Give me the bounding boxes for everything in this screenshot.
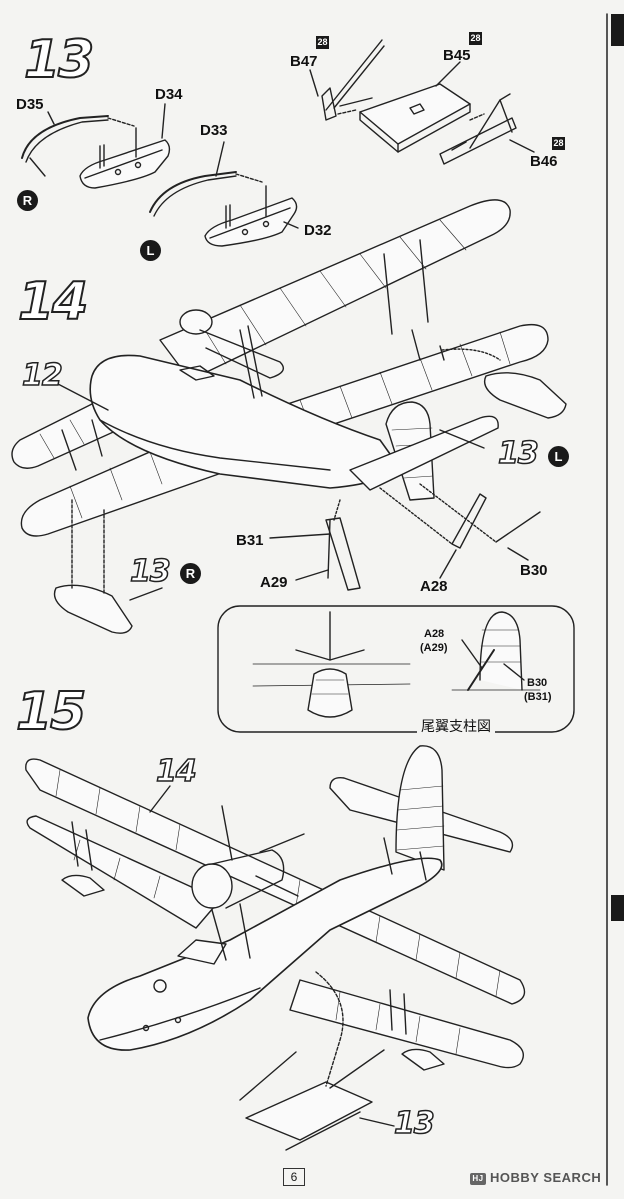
float-strut-d33 — [149, 171, 237, 217]
part-label-b30: B30 — [520, 562, 548, 579]
ref-left-badge: L — [548, 446, 569, 467]
watermark-logo: HJ — [470, 1173, 486, 1185]
part-label-d35: D35 — [16, 96, 44, 113]
part-number-badge: 28 — [316, 36, 329, 49]
part-label-d32: D32 — [304, 222, 332, 239]
tail-strut-inset — [217, 605, 575, 733]
float-strut-d35 — [21, 115, 109, 177]
watermark-text: HOBBY SEARCH — [490, 1170, 602, 1185]
aircraft-step15 — [25, 745, 526, 1151]
inset-label-a29: (A29) — [420, 642, 448, 654]
left-side-badge: L — [140, 240, 161, 261]
part-label-b31: B31 — [236, 532, 264, 549]
ref-right-badge: R — [180, 563, 201, 584]
ref-step-13-left: 13 — [497, 435, 539, 472]
aircraft-step14 — [11, 199, 567, 634]
inset-label-b31: (B31) — [524, 691, 552, 703]
ref-step-13-cart: 13 — [393, 1105, 435, 1142]
part-number-badge: 28 — [552, 137, 565, 150]
inset-label-b30: B30 — [527, 677, 548, 689]
float-right-d34 — [79, 127, 171, 189]
watermark: HJ HOBBY SEARCH — [470, 1170, 601, 1185]
part-label-b46: B46 — [530, 153, 558, 170]
part-label-d34: D34 — [155, 86, 183, 103]
step-number-14: 14 — [17, 271, 89, 333]
ref-step-14: 14 — [155, 753, 197, 790]
beaching-cart — [321, 39, 517, 165]
part-label-d33: D33 — [200, 122, 228, 139]
part-label-a28: A28 — [420, 578, 448, 595]
step-number-13: 13 — [23, 29, 95, 91]
part-number-badge: 28 — [469, 32, 482, 45]
part-label-a29: A29 — [260, 574, 288, 591]
part-label-b47: B47 — [290, 53, 318, 70]
inset-label-a28: A28 — [424, 628, 445, 640]
page-number: 6 — [283, 1168, 305, 1186]
float-left-d32 — [204, 185, 298, 247]
step-number-15: 15 — [15, 681, 87, 743]
part-label-b45: B45 — [443, 47, 471, 64]
ref-step-13-right: 13 — [129, 553, 171, 590]
ref-step-12: 12 — [21, 357, 63, 394]
right-side-badge: R — [17, 190, 38, 211]
inset-caption: 尾翼支柱図 — [417, 716, 495, 736]
